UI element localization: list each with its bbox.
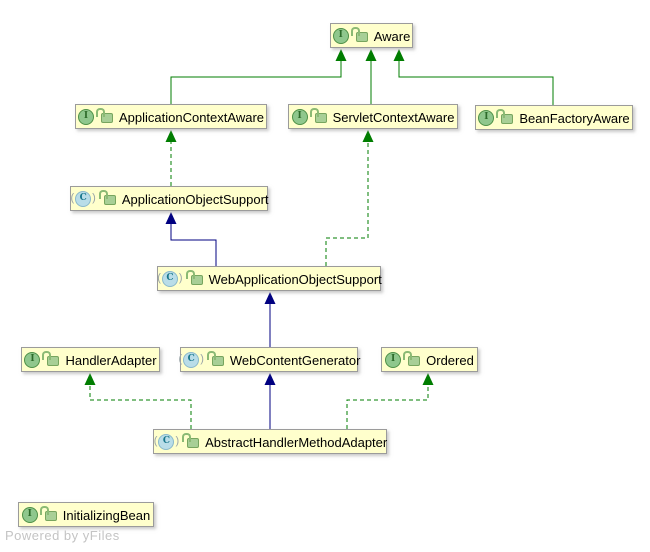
node-application-object-support[interactable]: ( C ) ApplicationObjectSupport xyxy=(69,186,269,211)
open-lock-icon xyxy=(350,26,368,42)
edge-abstracthandlermethodadapter-implements-handleradapter xyxy=(84,373,192,429)
node-web-content-generator[interactable]: ( C ) WebContentGenerator xyxy=(178,347,361,372)
abstract-class-icon: ( C ) xyxy=(178,351,205,368)
open-lock-icon xyxy=(206,350,224,366)
interface-icon: I xyxy=(385,351,402,368)
open-lock-icon xyxy=(309,107,327,123)
edge-webapplicationobjectsupport-extends-applicationobjectsupport xyxy=(165,212,217,266)
open-lock-icon xyxy=(95,107,113,123)
edge-abstracthandlermethodadapter-implements-ordered xyxy=(346,373,434,429)
edge-webapplicationobjectsupport-implements-servletcontextaware xyxy=(325,130,374,266)
node-handler-adapter[interactable]: I HandlerAdapter xyxy=(21,347,160,372)
edge-beanfactoryaware-extends-aware xyxy=(393,49,554,106)
open-lock-icon xyxy=(98,189,116,205)
node-label: HandlerAdapter xyxy=(65,352,157,368)
node-bean-factory-aware[interactable]: I BeanFactoryAware xyxy=(475,105,633,130)
node-label: AbstractHandlerMethodAdapter xyxy=(205,434,388,450)
node-application-context-aware[interactable]: I ApplicationContextAware xyxy=(75,104,267,129)
node-abstract-handler-method-adapter[interactable]: ( C ) AbstractHandlerMethodAdapter xyxy=(153,429,387,454)
node-initializing-bean[interactable]: I InitializingBean xyxy=(18,502,154,527)
interface-icon: I xyxy=(291,108,308,125)
open-lock-icon xyxy=(42,350,60,366)
node-label: WebContentGenerator xyxy=(229,352,361,368)
node-servlet-context-aware[interactable]: I ServletContextAware xyxy=(288,104,458,129)
node-label: Aware xyxy=(373,28,411,44)
interface-icon: I xyxy=(77,108,94,125)
yfiles-watermark: Powered by yFiles xyxy=(5,528,120,543)
node-label: Ordered xyxy=(426,352,474,368)
interface-icon: I xyxy=(332,27,349,44)
node-aware[interactable]: I Aware xyxy=(330,23,413,48)
node-label: ApplicationObjectSupport xyxy=(121,191,269,207)
abstract-class-icon: ( C ) xyxy=(69,190,96,207)
node-ordered[interactable]: I Ordered xyxy=(381,347,478,372)
node-label: ApplicationContextAware xyxy=(118,109,264,125)
open-lock-icon xyxy=(403,350,421,366)
abstract-class-icon: ( C ) xyxy=(153,433,180,450)
interface-icon: I xyxy=(478,109,495,126)
open-lock-icon xyxy=(39,505,57,521)
node-label: ServletContextAware xyxy=(332,109,455,125)
node-label: WebApplicationObjectSupport xyxy=(208,271,382,287)
node-label: InitializingBean xyxy=(62,507,151,523)
open-lock-icon xyxy=(182,432,200,448)
edge-applicationcontextaware-extends-aware xyxy=(170,49,347,105)
open-lock-icon xyxy=(185,269,203,285)
open-lock-icon xyxy=(496,108,514,124)
abstract-class-icon: ( C ) xyxy=(156,270,183,287)
interface-icon: I xyxy=(24,351,41,368)
node-web-application-object-support[interactable]: ( C ) WebApplicationObjectSupport xyxy=(156,266,382,291)
interface-icon: I xyxy=(21,506,38,523)
node-label: BeanFactoryAware xyxy=(519,110,630,126)
